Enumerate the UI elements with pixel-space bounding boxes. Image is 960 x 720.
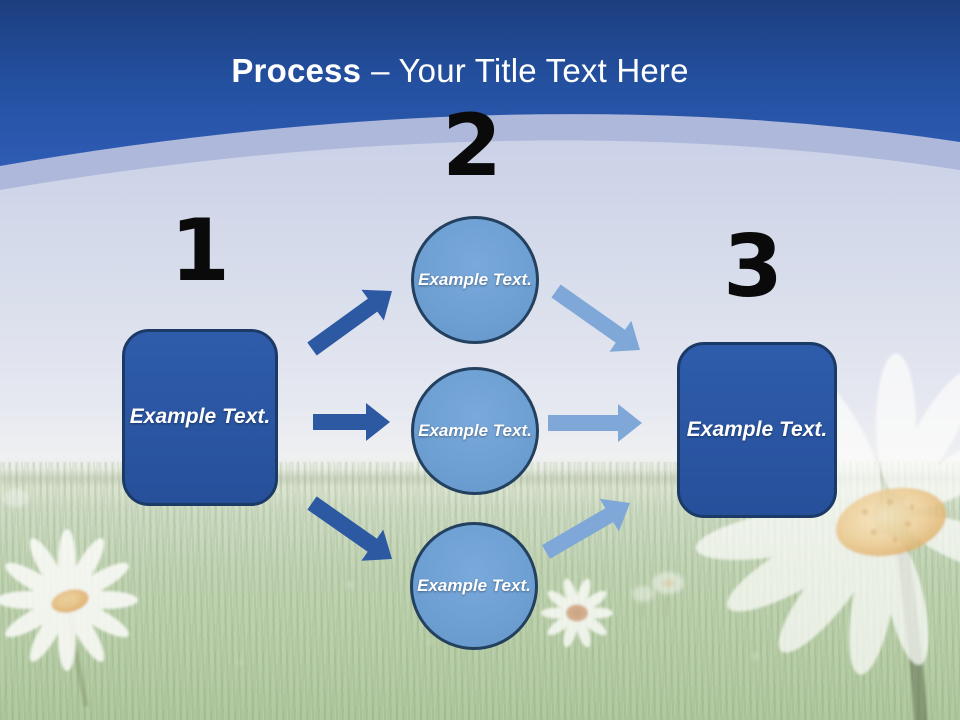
process-box-label: Example Text.: [686, 417, 828, 441]
slide-title: Process– Your Title Text Here: [0, 52, 920, 90]
title-text: – Your Title Text Here: [371, 52, 689, 89]
step-number-3: 3: [723, 217, 783, 317]
process-circle-label: Example Text.: [418, 269, 532, 289]
process-box-step-1: Example Text.: [122, 329, 278, 506]
process-box-label: Example Text.: [129, 405, 271, 429]
process-circle-label: Example Text.: [417, 575, 531, 595]
process-circle-2: Example Text.: [411, 367, 539, 495]
process-circle-label: Example Text.: [418, 420, 532, 440]
step-number-2: 2: [442, 96, 502, 196]
title-emphasis: Process: [231, 52, 362, 89]
process-box-step-3: Example Text.: [677, 342, 837, 518]
step-number-1: 1: [170, 201, 230, 301]
process-circle-1: Example Text.: [411, 216, 539, 344]
process-circle-3: Example Text.: [410, 522, 538, 650]
